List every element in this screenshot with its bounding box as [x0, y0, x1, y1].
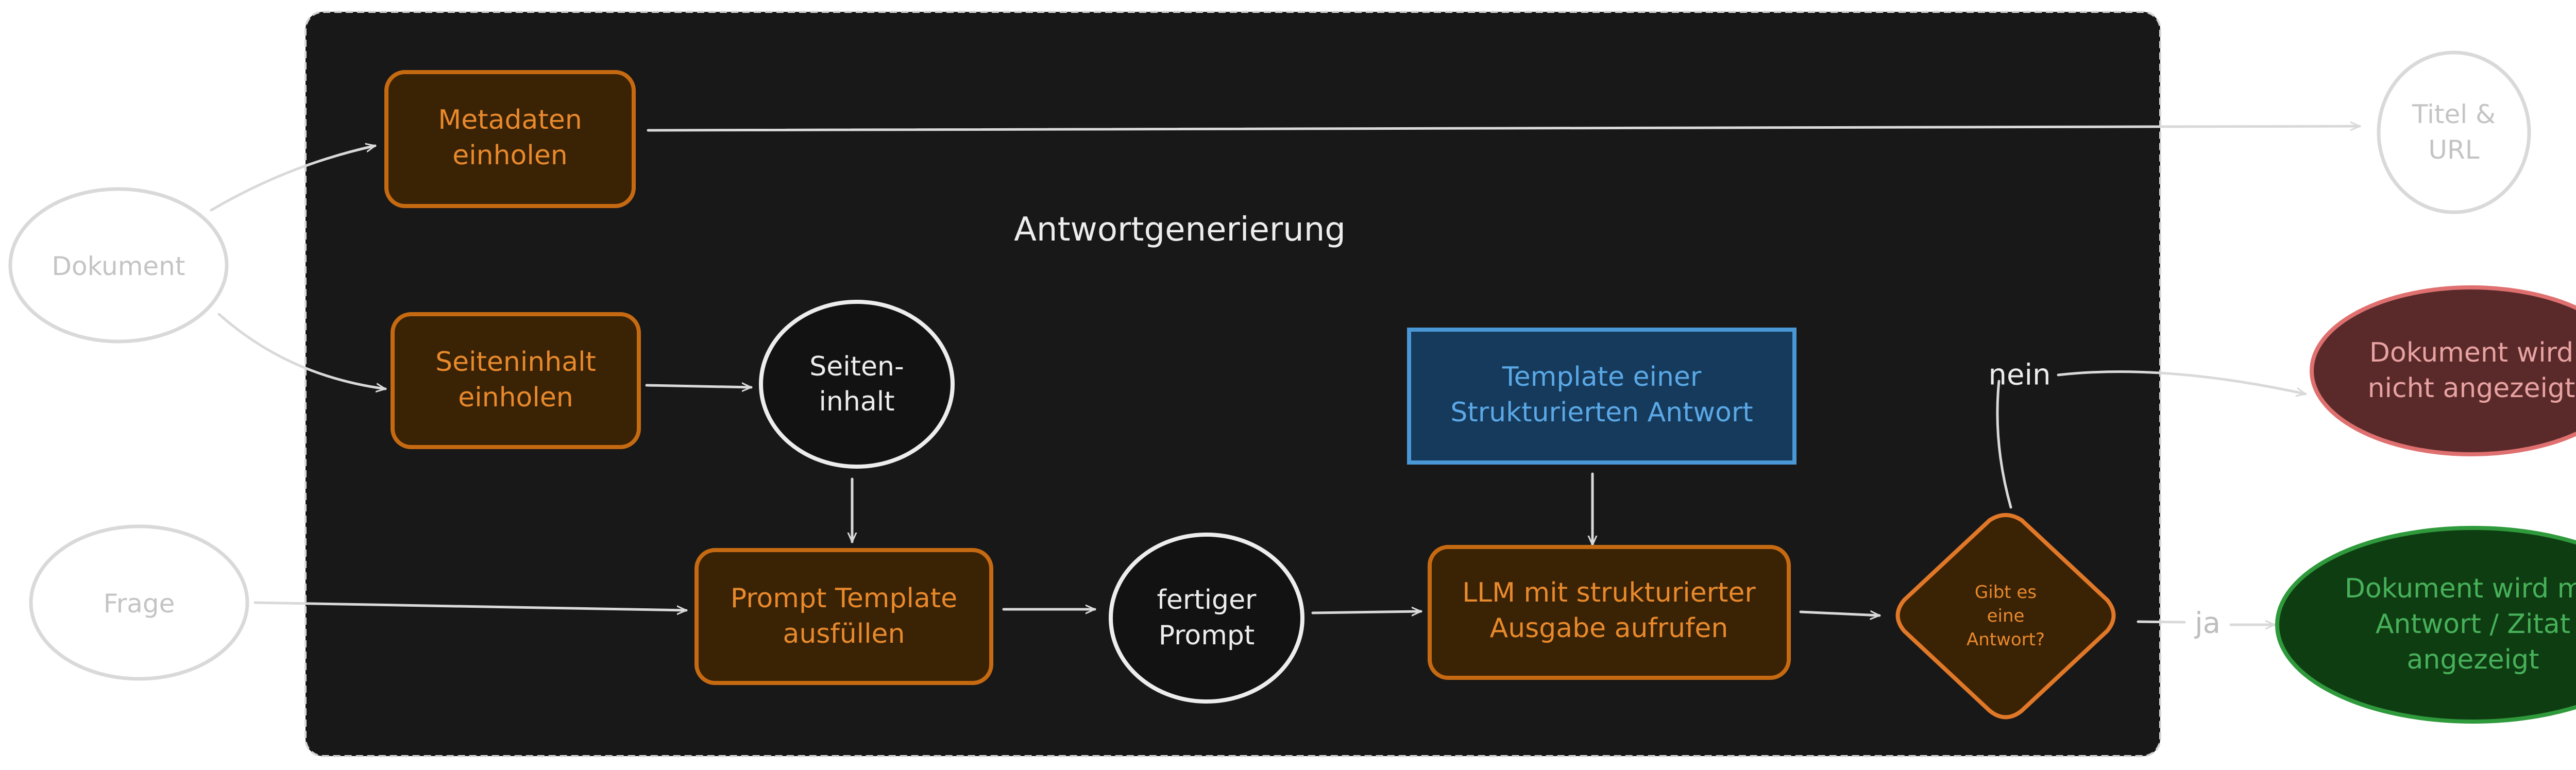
- edge-llm-decision: [1799, 612, 1881, 615]
- node-dokument: Dokument: [8, 187, 229, 344]
- edge-einholen-inhalt: [645, 385, 753, 387]
- edge-decision-ja: [2137, 622, 2275, 625]
- node-nicht-angezeigt-label-1: Dokument wird: [2369, 337, 2573, 368]
- node-seiteninhalt-einholen: Seiteninhalt einholen: [391, 312, 641, 449]
- edge-dokument-metadaten: [210, 146, 377, 212]
- edge-frage-prompt: [253, 601, 688, 610]
- node-metadaten-einholen: Metadaten einholen: [384, 70, 636, 208]
- node-fertiger-prompt-label-2: Prompt: [1159, 620, 1255, 651]
- node-frage: Frage: [29, 524, 249, 681]
- node-angezeigt-label-3: angezeigt: [2407, 644, 2539, 675]
- edge-decision-nein: [1996, 370, 2306, 509]
- node-template-antwort-label-2: Strukturierten Antwort: [1450, 397, 1753, 428]
- edge-fertiger-llm: [1311, 611, 1422, 613]
- edge-label-nein: nein: [1989, 358, 2051, 392]
- node-llm-label-1: LLM mit strukturierter: [1462, 577, 1756, 608]
- node-titel-url: Titel & URL: [2377, 50, 2531, 214]
- node-prompt-template-label-2: ausfüllen: [783, 619, 905, 649]
- node-angezeigt-label-1: Dokument wird mit: [2345, 573, 2576, 604]
- node-titel-url-label-2: URL: [2428, 135, 2479, 165]
- node-decision-label-2: eine: [1987, 606, 2025, 626]
- node-metadaten-label-2: einholen: [452, 140, 568, 171]
- node-llm: LLM mit strukturierter Ausgabe aufrufen: [1428, 545, 1791, 680]
- node-prompt-template: Prompt Template ausfüllen: [694, 548, 993, 685]
- node-seiten-inhalt-label-1: Seiten-: [809, 351, 904, 382]
- node-nicht-angezeigt-label-2: nicht angezeigt: [2368, 373, 2575, 404]
- edge-metadaten-titel: [647, 126, 2361, 132]
- group-title: Antwortgenerierung: [1014, 211, 1346, 249]
- edge-label-ja: ja: [2194, 607, 2221, 640]
- node-nicht-angezeigt: Dokument wird nicht angezeigt: [2310, 285, 2576, 456]
- node-decision-label-3: Antwort?: [1967, 629, 2045, 650]
- node-template-antwort-label-1: Template einer: [1502, 362, 1702, 392]
- node-prompt-template-label-1: Prompt Template: [731, 583, 957, 614]
- node-fertiger-prompt: fertiger Prompt: [1109, 533, 1304, 704]
- node-angezeigt-label-2: Antwort / Zitat: [2376, 609, 2570, 640]
- node-decision-label-1: Gibt es: [1975, 582, 2037, 603]
- node-seiteninhalt-einholen-label-1: Seiteninhalt: [435, 347, 596, 378]
- node-seiteninhalt-einholen-label-2: einholen: [458, 382, 573, 413]
- node-fertiger-prompt-label-1: fertiger: [1157, 585, 1257, 615]
- node-seiten-inhalt: Seiten- inhalt: [759, 300, 955, 469]
- node-metadaten-label-1: Metadaten: [438, 105, 582, 135]
- node-titel-url-label-1: Titel &: [2412, 99, 2496, 129]
- node-dokument-label: Dokument: [52, 251, 185, 281]
- node-angezeigt: Dokument wird mit Antwort / Zitat angeze…: [2275, 526, 2576, 724]
- node-frage-label: Frage: [104, 589, 175, 619]
- node-llm-label-2: Ausgabe aufrufen: [1490, 613, 1728, 644]
- node-decision: Gibt es eine Antwort?: [1895, 513, 2116, 720]
- edge-dokument-seiteninhalt: [217, 313, 387, 389]
- node-template-antwort: Template einer Strukturierten Antwort: [1407, 328, 1797, 465]
- node-seiten-inhalt-label-2: inhalt: [819, 386, 894, 417]
